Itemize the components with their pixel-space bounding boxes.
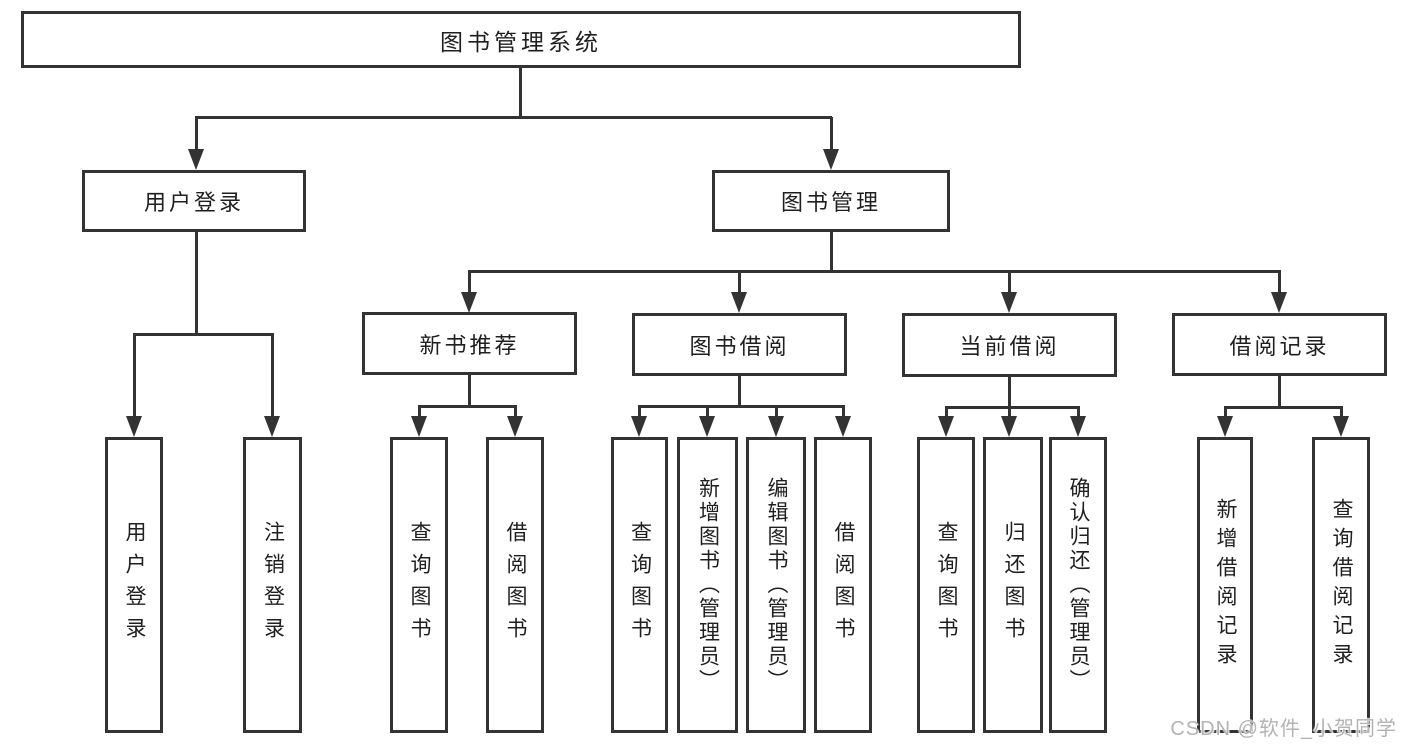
connector-drop — [775, 406, 778, 418]
connector-borrow-records-bus — [1224, 406, 1343, 409]
connector-drop-borrow-records — [1278, 271, 1281, 294]
leaf-bb-borrow-books: 借阅图书 — [814, 437, 872, 733]
arrow-down — [699, 416, 715, 437]
connector-drop — [706, 406, 709, 418]
connector-level3-bus — [468, 270, 1281, 273]
node-book-management-label: 图书管理 — [780, 190, 881, 215]
connector-drop — [514, 406, 517, 418]
arrow-down — [188, 149, 204, 170]
connector-user-login-stem — [195, 232, 198, 334]
leaf-bb-query-books: 查询图书 — [611, 437, 668, 733]
connector-drop-login — [133, 334, 136, 418]
node-book-borrow-label: 图书借阅 — [689, 333, 790, 359]
connector-drop-logout — [271, 334, 274, 418]
node-user-login-label: 用户登录 — [143, 190, 244, 215]
connector-current-borrow-bus — [945, 406, 1080, 409]
connector-drop — [638, 406, 641, 418]
node-current-borrow: 当前借阅 — [902, 313, 1117, 377]
node-borrow-records-label: 借阅记录 — [1229, 333, 1330, 359]
arrow-down — [264, 416, 280, 437]
arrow-down — [507, 416, 523, 437]
connector-book-management-stem — [830, 232, 833, 271]
connector-drop — [1340, 407, 1343, 418]
connector-book-borrow-stem — [738, 376, 741, 406]
node-book-borrow: 图书借阅 — [632, 313, 847, 376]
arrow-down — [1070, 416, 1086, 437]
connector-drop-book-borrow — [738, 271, 741, 294]
connector-drop — [418, 406, 421, 418]
connector-book-borrow-bus — [638, 405, 845, 408]
node-current-borrow-label: 当前借阅 — [959, 334, 1060, 359]
node-root-label: 图书管理系统 — [440, 28, 602, 55]
arrow-down — [768, 416, 784, 437]
arrow-down — [461, 292, 477, 313]
leaf-cb-return-books: 归还图书 — [983, 437, 1043, 733]
leaf-cb-confirm-return-admin: 确认归还（管理员） — [1049, 437, 1107, 733]
connector-root-stem — [519, 68, 522, 117]
arrow-down — [411, 416, 427, 437]
connector-new-book-stem — [468, 375, 471, 406]
arrow-down — [938, 416, 954, 437]
connector-drop — [1077, 407, 1080, 418]
node-book-management: 图书管理 — [712, 170, 950, 232]
node-new-book-recommend-label: 新书推荐 — [419, 332, 520, 358]
node-new-book-recommend: 新书推荐 — [362, 312, 577, 375]
connector-drop — [945, 407, 948, 418]
node-root: 图书管理系统 — [21, 11, 1021, 68]
connector-new-book-bus — [418, 405, 517, 408]
connector-drop-new-book — [468, 271, 471, 294]
leaf-user-login: 用户登录 — [105, 437, 163, 733]
connector-drop — [1224, 407, 1227, 418]
connector-drop — [1008, 407, 1011, 418]
connector-drop-user-login — [195, 117, 198, 152]
arrow-down — [835, 416, 851, 437]
connector-drop — [842, 406, 845, 418]
arrow-down — [1217, 416, 1233, 437]
connector-level2-bus — [195, 116, 832, 119]
arrow-down — [1271, 292, 1287, 313]
leaf-nbr-query-books: 查询图书 — [390, 437, 448, 733]
arrow-down — [631, 416, 647, 437]
arrow-down — [1001, 416, 1017, 437]
leaf-nbr-borrow-books: 借阅图书 — [486, 437, 544, 733]
leaf-bb-edit-books-admin: 编辑图书（管理员） — [746, 437, 806, 733]
connector-borrow-records-stem — [1278, 376, 1281, 407]
arrow-down — [126, 416, 142, 437]
leaf-br-add-record: 新增借阅记录 — [1197, 437, 1253, 733]
node-borrow-records: 借阅记录 — [1172, 313, 1387, 376]
node-user-login: 用户登录 — [82, 170, 306, 232]
connector-drop-current-borrow — [1008, 271, 1011, 294]
leaf-logout: 注销登录 — [243, 437, 302, 733]
arrow-down — [1001, 292, 1017, 313]
arrow-down — [731, 292, 747, 313]
connector-drop-book-management — [830, 117, 833, 152]
arrow-down — [823, 149, 839, 170]
connector-user-login-bus — [133, 333, 274, 336]
connector-current-borrow-stem — [1008, 377, 1011, 407]
leaf-bb-add-books-admin: 新增图书（管理员） — [677, 437, 738, 733]
leaf-br-query-record: 查询借阅记录 — [1312, 437, 1370, 733]
arrow-down — [1333, 416, 1349, 437]
csdn-watermark: CSDN @软件_小贺同学 — [1170, 718, 1397, 740]
leaf-cb-query-books: 查询图书 — [917, 437, 975, 733]
